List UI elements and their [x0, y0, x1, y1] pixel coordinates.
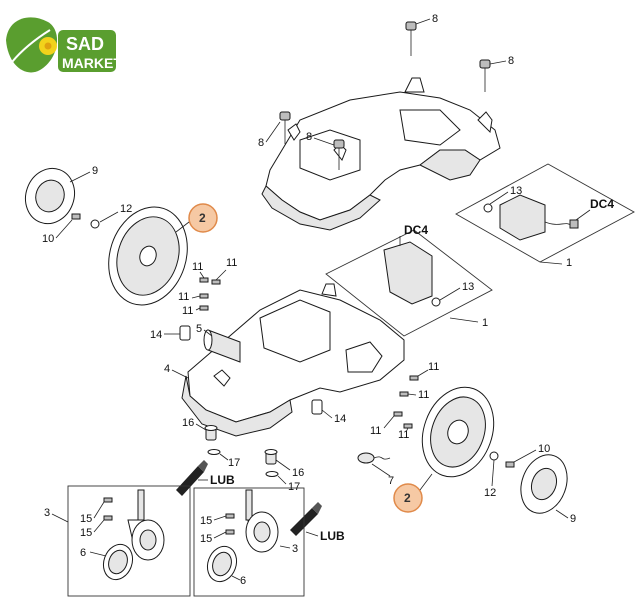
hubcap-right — [520, 454, 568, 514]
label-part-11: 11 — [226, 257, 237, 269]
label-part-4: 4 — [164, 363, 170, 375]
label-part-14: 14 — [334, 413, 346, 425]
wheel-left — [108, 206, 188, 306]
label-part-3: 3 — [292, 543, 298, 555]
label-part-1: 1 — [566, 257, 572, 269]
label-part-11: 11 — [418, 389, 429, 401]
label-lub: LUB — [210, 473, 235, 487]
ring-17 — [207, 449, 221, 455]
label-part-13: 13 — [462, 281, 474, 293]
hubcap-left — [24, 167, 76, 225]
label-part-10: 10 — [42, 233, 54, 245]
sensor-7 — [357, 452, 391, 464]
label-part-13: 13 — [510, 185, 522, 197]
motor-box-lower — [325, 229, 493, 337]
motor-box-upper — [455, 163, 635, 263]
lower-chassis — [181, 283, 405, 437]
upper-chassis — [261, 77, 501, 231]
label-part-10: 10 — [538, 443, 550, 455]
logo-text-line2: MARKET — [62, 55, 122, 71]
highlight-part-2 — [393, 483, 423, 513]
sad-market-logo: SAD MARKET — [6, 17, 122, 73]
screw-10 — [71, 213, 81, 220]
label-part-15: 15 — [200, 515, 212, 527]
label-part-12: 12 — [120, 203, 132, 215]
label-part-15: 15 — [80, 513, 92, 525]
wheel-right — [421, 386, 495, 478]
label-part-3: 3 — [44, 507, 50, 519]
label-part-11: 11 — [428, 361, 439, 373]
lubricant-tube-icon — [176, 460, 208, 496]
lubricant-tube-icon — [290, 502, 322, 536]
label-part-8: 8 — [432, 13, 438, 25]
label-part-2: 2 — [199, 211, 206, 225]
label-part-9: 9 — [92, 165, 98, 177]
label-dc4: DC4 — [590, 197, 614, 211]
screws-11-right — [393, 375, 419, 429]
label-part-16: 16 — [292, 467, 304, 479]
label-part-15: 15 — [80, 527, 92, 539]
pivot-16-left — [204, 425, 218, 441]
label-part-11: 11 — [182, 305, 193, 317]
washer-12 — [489, 451, 499, 461]
label-part-15: 15 — [200, 533, 212, 545]
label-part-17: 17 — [228, 457, 240, 469]
label-part-8: 8 — [258, 137, 264, 149]
label-part-17: 17 — [288, 481, 300, 493]
logo-leaf-icon — [6, 17, 58, 73]
label-part-14: 14 — [150, 329, 162, 341]
label-part-9: 9 — [570, 513, 576, 525]
label-part-6: 6 — [80, 547, 86, 559]
pivot-16-right — [264, 449, 278, 465]
ring-17 — [265, 471, 279, 477]
label-part-11: 11 — [192, 261, 203, 273]
label-dc4: DC4 — [404, 223, 428, 237]
highlight-part-2 — [188, 203, 218, 233]
label-part-6: 6 — [240, 575, 246, 587]
label-part-8: 8 — [508, 55, 514, 67]
bushing-14 — [311, 399, 323, 415]
logo-text-line1: SAD — [66, 34, 104, 54]
screws-11-left — [199, 277, 221, 311]
label-part-11: 11 — [398, 429, 409, 441]
bushing-14 — [179, 325, 191, 341]
caster-assembly-right — [193, 487, 305, 597]
caster-assembly-left — [67, 485, 191, 597]
label-part-8: 8 — [306, 131, 312, 143]
screw-10 — [505, 461, 515, 468]
label-part-11: 11 — [178, 291, 189, 303]
label-part-2: 2 — [404, 491, 411, 505]
label-lub: LUB — [320, 529, 345, 543]
label-part-5: 5 — [196, 323, 202, 335]
label-part-1: 1 — [482, 317, 488, 329]
label-part-7: 7 — [388, 475, 394, 487]
label-part-12: 12 — [484, 487, 496, 499]
label-part-16: 16 — [182, 417, 194, 429]
label-part-11: 11 — [370, 425, 381, 437]
washer-12 — [90, 219, 100, 229]
